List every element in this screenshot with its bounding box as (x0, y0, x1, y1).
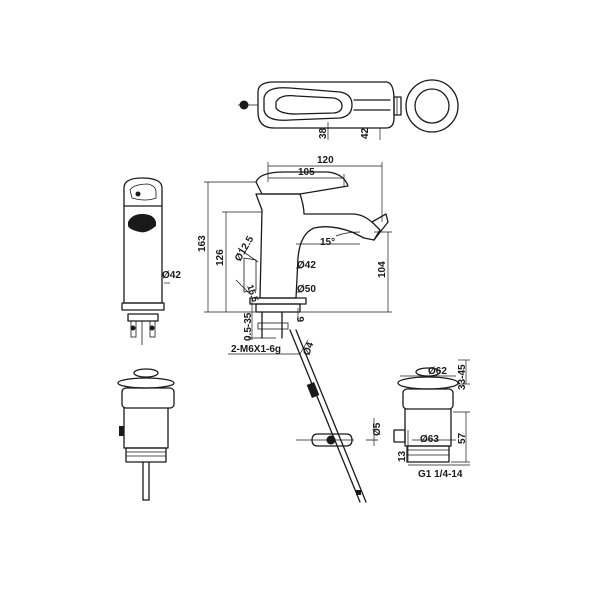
drain-right (393, 359, 470, 466)
front-base-diameter: Ø50 (297, 284, 316, 295)
drain-body-diameter: Ø63 (420, 434, 439, 445)
front-spout-height-104: 104 (377, 261, 388, 278)
front-width-105: 105 (298, 167, 315, 178)
drain-overflow-height: 13 (397, 450, 408, 462)
front-body-diameter: Ø42 (297, 260, 316, 271)
side-diameter-42: Ø42 (162, 270, 181, 281)
top-dim-38: 38 (318, 127, 329, 139)
front-deck-thickness: 0.5-35 (243, 312, 254, 341)
front-base-height: 6 (296, 316, 307, 322)
front-inlet-length: 15.5 (245, 283, 260, 303)
front-view (204, 162, 392, 503)
lever-detail: Ø5 (296, 418, 383, 447)
drain-pin-diameter: Ø5 (372, 422, 383, 436)
front-height-126: 126 (215, 249, 226, 266)
front-spout-angle: 15° (320, 237, 335, 248)
front-stud-thread: 2-M6X1-6g (231, 344, 281, 355)
drain-thread: G1 1/4-14 (418, 469, 463, 480)
front-height-163: 163 (197, 235, 208, 252)
drain-side (117, 368, 175, 501)
drain-body-height: 57 (457, 432, 468, 444)
drain-head-diameter: Ø62 (428, 366, 447, 377)
front-width-120: 120 (317, 155, 334, 166)
side-view: Ø42 (121, 177, 181, 345)
front-rod-diameter: Ø4 (301, 340, 316, 357)
top-dim-42: 42 (360, 127, 371, 139)
front-inlet-diameter: Ø12.5 (233, 234, 256, 263)
drain-head-height: 33-45 (457, 364, 468, 390)
top-view: 38 42 (238, 79, 459, 140)
